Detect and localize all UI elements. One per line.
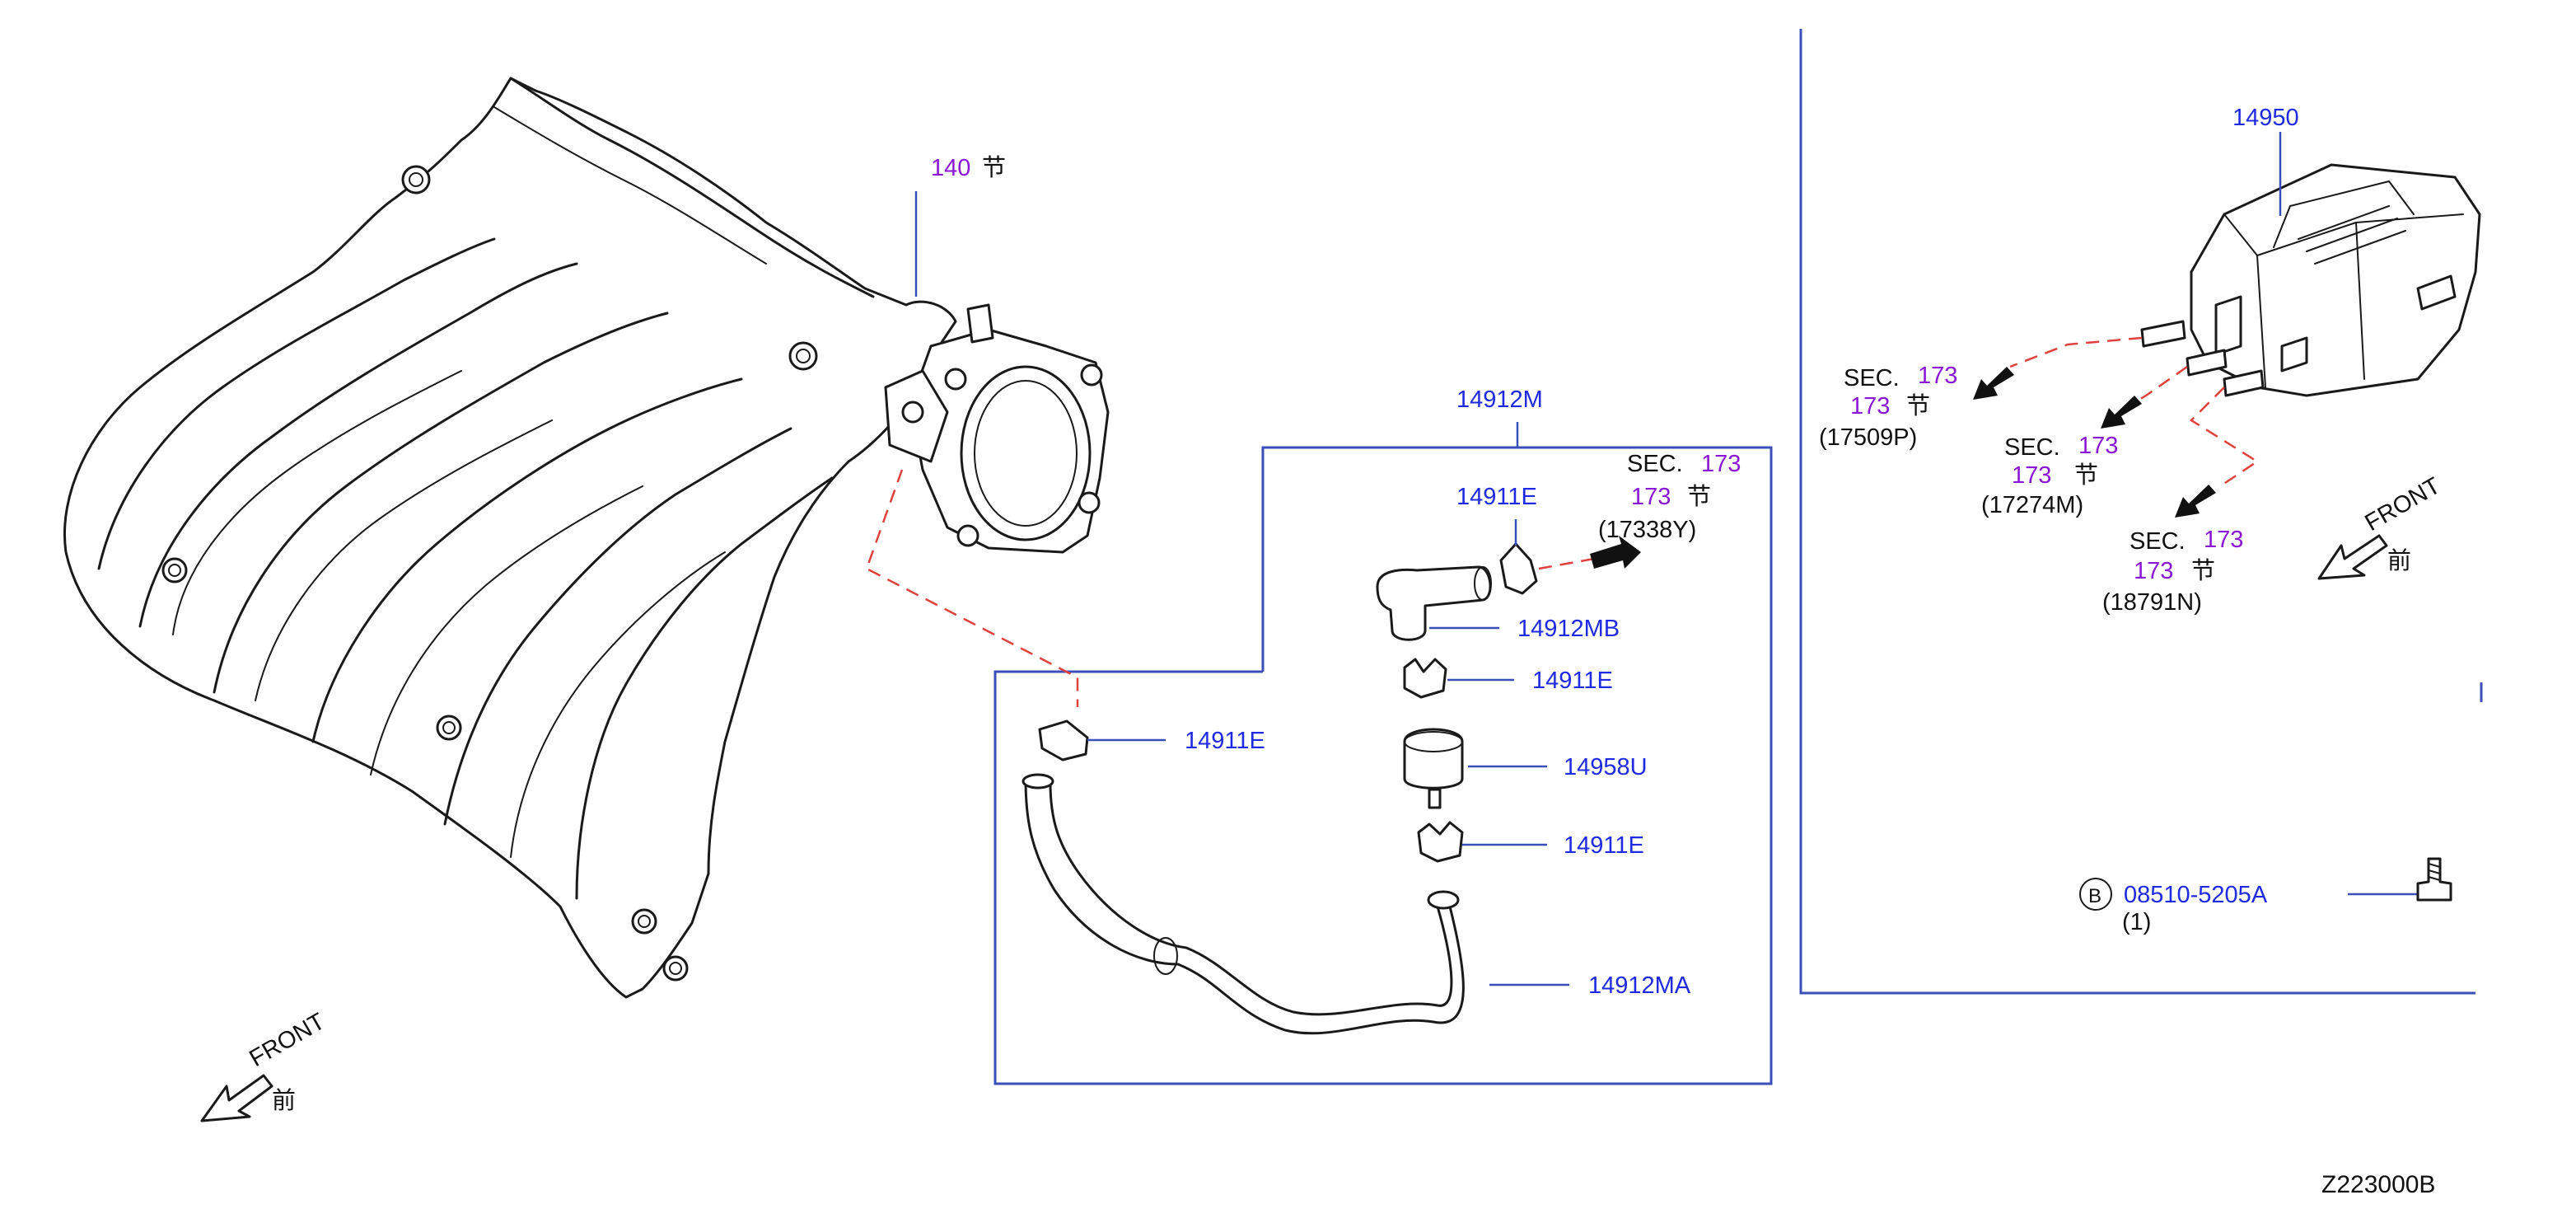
front-label-left: FRONT xyxy=(245,1008,330,1072)
canister-route-1 xyxy=(2009,336,2143,368)
sec-can2-number-2[interactable]: 173 xyxy=(2012,462,2051,489)
sec-ref-canister-1: SEC. 173 173 节 (17509P) xyxy=(1819,363,1957,451)
sec-can2-number[interactable]: 173 xyxy=(2078,433,2118,459)
sec-can3-kanji: 节 xyxy=(2191,557,2215,584)
sec-inner-code: (17338Y) xyxy=(1598,517,1696,543)
bolt-quantity: (1) xyxy=(2122,909,2151,935)
sec-inner-number-2[interactable]: 173 xyxy=(1631,484,1671,510)
canister-drawing: 14950 xyxy=(2140,105,2481,397)
hose-top-part-number[interactable]: 14912MB xyxy=(1517,616,1620,642)
sec-can3-sec: SEC. xyxy=(2130,528,2186,555)
manifold-section-kanji: 节 xyxy=(982,154,1006,181)
hose-top-elbow: 14912MB xyxy=(1376,565,1620,642)
sec-can1-kanji: 节 xyxy=(1906,392,1930,419)
bolt-callout: B 08510-5205A (1) xyxy=(2079,857,2452,935)
hose-lower: 14912MA xyxy=(1022,773,1691,1035)
bolt-symbol-circle xyxy=(2079,878,2112,911)
intake-manifold-drawing xyxy=(63,77,1110,999)
diagram-code: Z223000B xyxy=(2321,1171,2435,1198)
sec-can2-sec: SEC. xyxy=(2004,434,2060,461)
sec-inner-number[interactable]: 173 xyxy=(1701,451,1741,477)
sec-can3-number-2[interactable]: 173 xyxy=(2134,558,2173,584)
sec-can1-code: (17509P) xyxy=(1819,424,1917,451)
sec-ref-inner: SEC. 173 173 节 (17338Y) xyxy=(1598,451,1741,543)
bolt-part-number[interactable]: 08510-5205A xyxy=(2124,882,2268,908)
manifold-section-callout: 140 节 xyxy=(914,154,1006,297)
front-label-right: FRONT xyxy=(2361,472,2446,537)
canister-part-number[interactable]: 14950 xyxy=(2232,105,2299,131)
clip-left-part-number[interactable]: 14911E xyxy=(1185,728,1265,754)
hose-assembly-frame: 14912M xyxy=(993,387,1773,1085)
hose-lower-part-number[interactable]: 14912MA xyxy=(1588,972,1691,999)
clip-mid-lower-part-number[interactable]: 14911E xyxy=(1564,832,1644,859)
front-indicator-right: FRONT 前 xyxy=(2317,472,2446,580)
sec-can2-kanji: 节 xyxy=(2074,462,2098,489)
clip-mid-upper-part-number[interactable]: 14911E xyxy=(1532,668,1613,694)
vacuum-route-dashed xyxy=(865,469,1079,707)
clip-left: 14911E xyxy=(1038,719,1265,761)
clip-mid-upper: 14911E xyxy=(1403,658,1613,699)
front-arrow-right-icon xyxy=(2317,534,2388,580)
sec-can3-code: (18791N) xyxy=(2102,589,2202,616)
canister-frame xyxy=(1799,29,2483,995)
sec-arrow-icon xyxy=(1590,536,1641,569)
manifold-section-number[interactable]: 140 xyxy=(931,155,970,181)
clip-mid-lower: 14911E xyxy=(1417,821,1644,863)
clip-top: 14911E xyxy=(1456,484,1641,595)
sec-arrow-2-icon xyxy=(2101,396,2142,429)
front-kanji-left: 前 xyxy=(272,1087,296,1114)
front-kanji-right: 前 xyxy=(2387,547,2411,574)
sec-arrow-1-icon xyxy=(1973,367,2014,400)
assembly-part-number[interactable]: 14912M xyxy=(1456,387,1543,413)
sec-inner-kanji: 节 xyxy=(1687,483,1711,510)
sec-can1-number[interactable]: 173 xyxy=(1918,363,1957,389)
valve-part-number[interactable]: 14958U xyxy=(1564,754,1648,780)
sec-can3-number[interactable]: 173 xyxy=(2204,527,2243,553)
clip-top-part-number[interactable]: 14911E xyxy=(1456,484,1537,510)
sec-can1-sec: SEC. xyxy=(1844,365,1900,391)
sec-arrow-3-icon xyxy=(2175,485,2216,518)
front-arrow-icon xyxy=(200,1074,273,1122)
bolt-symbol: B xyxy=(2088,885,2101,907)
sec-can2-code: (17274M) xyxy=(1981,492,2083,518)
sec-can1-number-2[interactable]: 173 xyxy=(1850,393,1890,419)
check-valve: 14958U xyxy=(1403,728,1648,809)
front-indicator-left: FRONT 前 xyxy=(200,1008,330,1122)
sec-ref-canister-3: SEC. 173 173 节 (18791N) xyxy=(2102,527,2243,616)
canister-route-3 xyxy=(2190,387,2260,488)
sec-inner-sec: SEC. xyxy=(1627,451,1683,477)
sec-ref-canister-2: SEC. 173 173 节 (17274M) xyxy=(1981,433,2118,518)
